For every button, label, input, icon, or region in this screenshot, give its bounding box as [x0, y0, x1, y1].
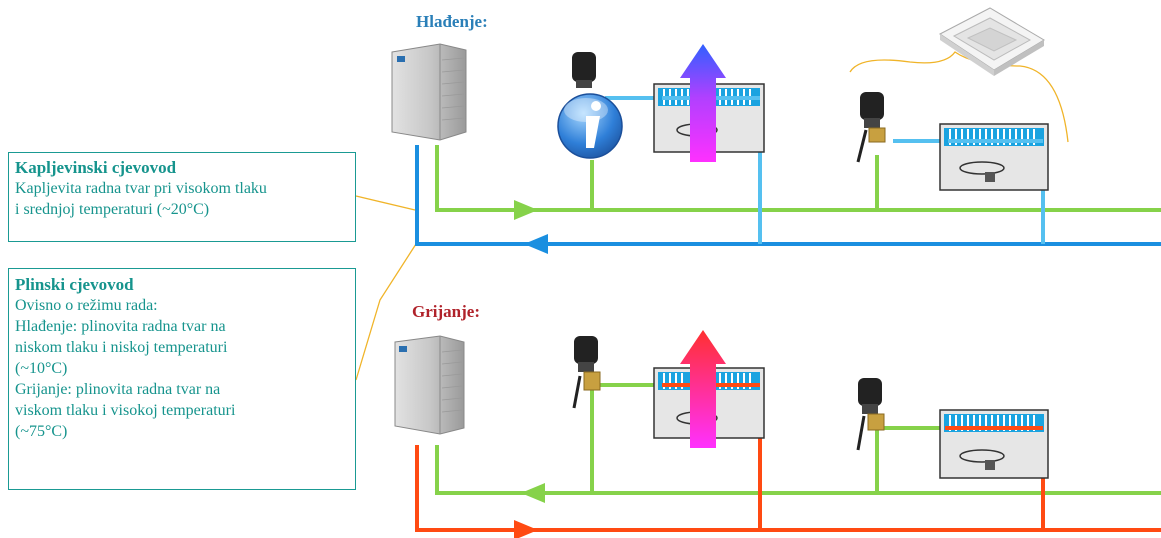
- gas-pipeline-box: Plinski cjevovod Ovisno o režimu rada: H…: [8, 268, 356, 490]
- valve-icon: [572, 52, 596, 88]
- gas-pipeline-line-2: Hlađenje: plinovita radna tvar na: [15, 318, 226, 335]
- cooling-pipes: [415, 96, 1161, 254]
- cassette-unit-icon: [939, 7, 1045, 76]
- callout-lines: [355, 51, 1069, 381]
- airflow-arrow-icon: [680, 44, 726, 162]
- heating-pipes: [415, 383, 1161, 538]
- gas-pipeline-line-3: niskom tlaku i niskoj temperaturi: [15, 339, 228, 356]
- cooling-liquid-pipe: [435, 145, 1161, 212]
- indoor-unit-icon: [939, 409, 1049, 479]
- liquid-pipeline-line-1: Kapljevita radna tvar pri visokom tlaku: [15, 180, 267, 197]
- liquid-return-arrow: [521, 483, 545, 503]
- gas-supply-arrow: [514, 520, 538, 538]
- indoor-unit-icon: [939, 123, 1049, 191]
- gas-flow-arrow: [524, 234, 548, 254]
- heating-liquid-pipe: [435, 445, 1161, 495]
- liquid-pipeline-title: Kapljevinski cjevovod: [15, 158, 177, 177]
- gas-pipeline-line-6: viskom tlaku i visokoj temperaturi: [15, 402, 236, 419]
- heating-gas-pipe: [415, 445, 1161, 532]
- outdoor-unit-icon: [394, 335, 465, 435]
- gas-pipeline-line-1: Ovisno o režimu rada:: [15, 297, 158, 314]
- gas-pipeline-line-5: Grijanje: plinovita radna tvar na: [15, 381, 221, 398]
- gas-pipeline-line-4: (~10°C): [15, 360, 68, 377]
- liquid-pipeline-box: Kapljevinski cjevovod Kapljevita radna t…: [8, 152, 356, 242]
- gas-pipeline-title: Plinski cjevovod: [15, 275, 134, 294]
- outdoor-unit-icon: [391, 43, 467, 141]
- airflow-arrow-icon: [680, 330, 726, 448]
- valve-icon: [856, 378, 885, 451]
- cooling-gas-pipe: [415, 145, 1161, 246]
- heating-mode-title: Grijanje:: [412, 302, 480, 321]
- cooling-mode-title: Hlađenje:: [416, 12, 488, 31]
- liquid-flow-arrow: [514, 200, 538, 220]
- liquid-pipeline-line-2: i srednjoj temperaturi (~20°C): [15, 201, 210, 218]
- gas-pipeline-line-7: (~75°C): [15, 423, 68, 440]
- valve-icon: [572, 336, 601, 409]
- valve-icon: [856, 92, 886, 163]
- info-icon[interactable]: [557, 93, 623, 159]
